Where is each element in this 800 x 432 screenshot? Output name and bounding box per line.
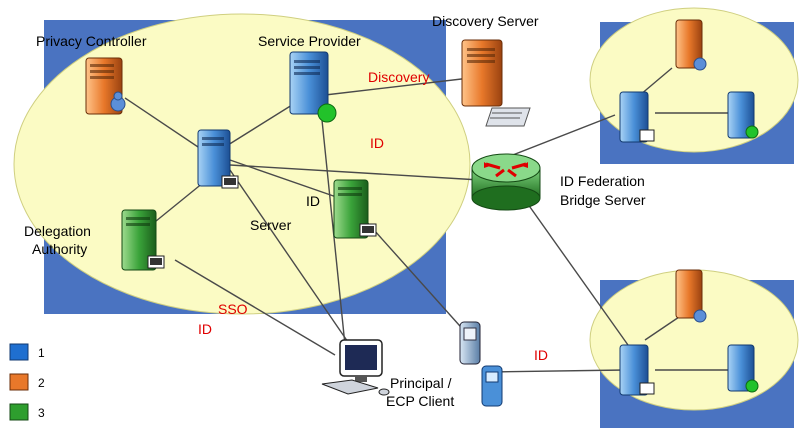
id-flow-label-center: ID: [370, 135, 384, 151]
legend-swatch-3: [9, 403, 29, 421]
id-phone-flow-label: ID: [534, 347, 548, 363]
service-provider-server-icon: [289, 51, 337, 123]
id-sso-flow-label: ID: [198, 321, 212, 337]
discovery-server-label: Discovery Server: [432, 13, 539, 29]
computer-icon: [321, 339, 390, 396]
top-right-green-client-server-icon: [727, 91, 759, 139]
top-right-blue-server-icon: [619, 91, 655, 143]
legend-label-1: 1: [38, 346, 45, 360]
bottom-right-blue-server-icon: [619, 344, 655, 396]
legend: 1 2 3: [9, 343, 45, 421]
service-provider-label: Service Provider: [258, 33, 361, 49]
mobile-device-icon: [481, 365, 503, 407]
privacy-controller-server-icon: [85, 57, 126, 115]
bottom-right-green-client-server-icon: [727, 344, 759, 393]
delegation-authority-label-line1: Delegation: [24, 223, 91, 239]
federation-bridge-label-line1: ID Federation: [560, 173, 645, 189]
principal-label-line2: ECP Client: [386, 393, 454, 409]
hub-server-icon: [197, 129, 239, 189]
federation-bridge-router-icon: [471, 153, 541, 211]
discovery-flow-label: Discovery: [368, 69, 429, 85]
legend-label-3: 3: [38, 406, 45, 420]
id-server-icon: [333, 179, 377, 239]
delegation-authority-label-line2: Authority: [32, 241, 87, 257]
top-right-orange-server-icon: [675, 19, 707, 71]
privacy-controller-label: Privacy Controller: [36, 33, 147, 49]
principal-label-line1: Principal /: [390, 375, 452, 391]
delegation-authority-server-icon: [121, 209, 165, 271]
legend-label-2: 2: [38, 376, 45, 390]
bottom-right-orange-server-icon: [675, 269, 707, 323]
server-label: Server: [250, 217, 292, 233]
federation-bridge-label-line2: Bridge Server: [560, 192, 646, 208]
discovery-server-icon: [461, 39, 531, 127]
legend-swatch-2: [9, 373, 29, 391]
sso-flow-label: SSO: [218, 301, 248, 317]
phone-icon: [459, 321, 481, 365]
legend-swatch-1: [9, 343, 29, 361]
id-flow-label-left: ID: [306, 193, 320, 209]
